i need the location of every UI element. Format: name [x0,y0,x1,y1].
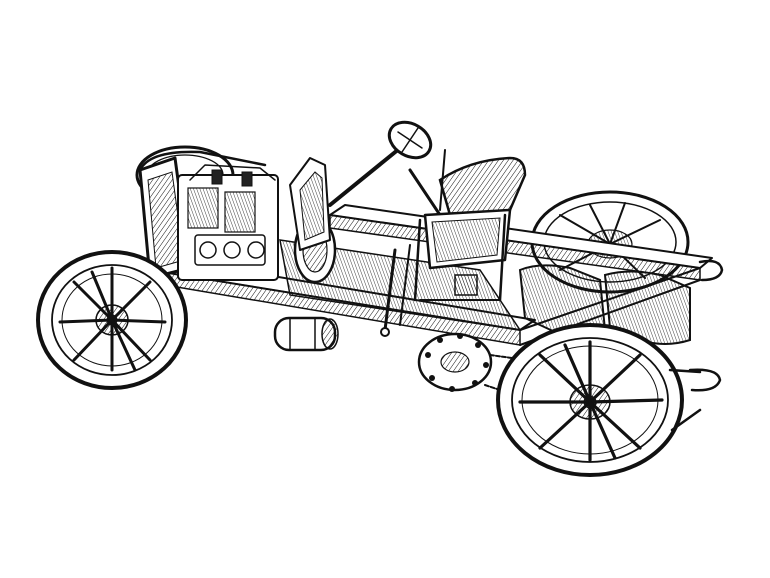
floor-pan [279,239,522,331]
rear-near-wheel [496,323,702,477]
steering [328,120,446,217]
fuel-tank [518,259,724,392]
control-levers [380,244,411,337]
seat [413,156,527,302]
exhaust-silencer [273,316,339,352]
front-near-wheel [36,250,188,390]
bulkhead [289,157,331,251]
engine [177,164,279,281]
